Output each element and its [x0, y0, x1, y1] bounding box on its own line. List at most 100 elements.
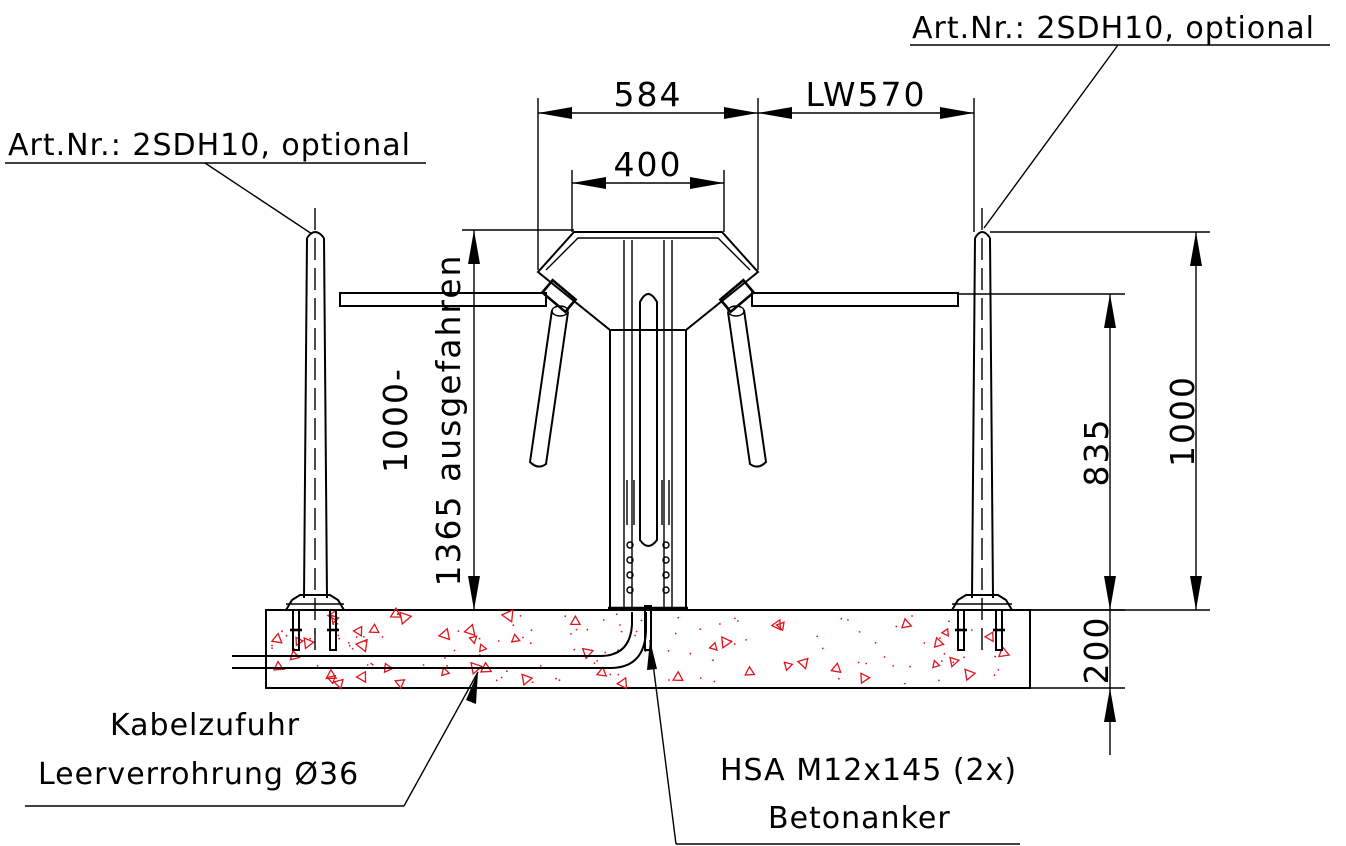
concrete-aggregate [326, 674, 337, 685]
concrete-dot [497, 640, 500, 642]
concrete-dot [522, 636, 524, 639]
concrete-dot [997, 669, 1000, 671]
concrete-dot [635, 630, 638, 633]
concrete-dot [994, 655, 997, 658]
concrete-aggregate [352, 625, 363, 637]
concrete-dot [970, 629, 973, 631]
dim-lw570-text: LW570 [806, 75, 927, 114]
concrete-dot [381, 636, 384, 638]
concrete-dot [495, 679, 498, 682]
concrete-aggregate [964, 668, 977, 682]
concrete-dot [338, 637, 341, 640]
concrete-dot [699, 628, 702, 630]
concrete-dot [271, 644, 273, 647]
concrete-aggregate [595, 666, 608, 677]
concrete-aggregate [437, 627, 451, 641]
concrete-aggregate [468, 635, 478, 645]
concrete-aggregate [303, 636, 316, 650]
concrete-dot [895, 625, 898, 628]
concrete-dot [575, 628, 578, 631]
concrete-dot [609, 673, 612, 676]
concrete-dot [840, 617, 843, 620]
concrete-aggregate [796, 657, 809, 670]
dim-range-line2: 1365 ausgefahren [429, 254, 468, 587]
concrete-aggregate [510, 633, 521, 643]
concrete-dot [904, 682, 906, 685]
concrete-aggregate [463, 623, 476, 637]
concrete-dot [444, 657, 446, 659]
concrete-dot [948, 620, 950, 623]
concrete-aggregate [770, 618, 782, 631]
concrete-dot [337, 634, 340, 637]
concrete-dot [821, 647, 824, 650]
concrete-hatch [270, 606, 1011, 690]
concrete-aggregate [325, 668, 338, 680]
concrete-dot [271, 647, 273, 649]
concrete-aggregate [708, 641, 718, 651]
turnstile-body [339, 231, 959, 651]
concrete-aggregate [744, 665, 756, 676]
concrete-aggregate [671, 670, 684, 682]
hsa-line2-text: Betonanker [768, 801, 951, 836]
concrete-aggregate [270, 632, 283, 644]
kabel-line1-text: Kabelzufuhr [110, 708, 300, 743]
concrete-dot [677, 616, 680, 619]
concrete-dot [909, 665, 911, 668]
cable-conduit [232, 612, 647, 669]
concrete-aggregate [394, 679, 406, 690]
dim-1000-text: 1000 [1163, 375, 1202, 467]
concrete-dot [939, 637, 941, 639]
concrete-dot [446, 664, 448, 667]
concrete-dot [519, 615, 522, 617]
concrete-aggregate [521, 673, 534, 687]
concrete-dot [366, 664, 369, 666]
concrete-aggregate [775, 621, 785, 632]
concrete-dot [453, 649, 456, 652]
concrete-dot [699, 677, 702, 679]
concrete-dot [940, 660, 943, 662]
concrete-dot [396, 613, 399, 616]
dimension-200: 200 [1077, 610, 1116, 755]
concrete-dot [332, 623, 335, 625]
concrete-aggregate [931, 659, 941, 669]
concrete-dot [634, 634, 636, 637]
concrete-aggregate [721, 635, 733, 649]
concrete-foundation [265, 606, 1031, 690]
concrete-dot [555, 677, 557, 680]
concrete-dot [336, 623, 339, 625]
concrete-aggregate [500, 608, 514, 623]
concrete-dot [364, 640, 367, 643]
dimension-1000: 1000 [990, 231, 1210, 611]
concrete-dot [457, 630, 460, 632]
dimension-lw570: LW570 [758, 75, 975, 232]
hsa-line1-text: HSA M12x145 (2x) [720, 753, 1017, 788]
concrete-aggregate [830, 662, 842, 674]
dimension-400: 400 [571, 145, 725, 232]
art-top-left-text: Art.Nr.: 2SDH10, optional [8, 128, 411, 163]
dimension-height-range: 1000- 1365 ausgefahren [376, 229, 574, 610]
concrete-aggregate [440, 666, 451, 677]
concrete-dot [347, 642, 350, 644]
concrete-dot [371, 663, 374, 666]
concrete-dot [615, 613, 618, 616]
concrete-dot [733, 643, 736, 646]
concrete-dot [892, 665, 895, 667]
concrete-dot [500, 676, 503, 679]
concrete-dot [586, 628, 589, 631]
concrete-dot [943, 652, 946, 655]
concrete-dot [617, 673, 620, 676]
dim-835-text: 835 [1077, 418, 1116, 487]
concrete-dot [539, 664, 542, 667]
concrete-aggregate [368, 623, 380, 634]
concrete-dot [783, 662, 786, 665]
concrete-dot [734, 617, 736, 620]
concrete-dot [713, 680, 716, 683]
right-railing-post [951, 208, 1013, 651]
concrete-dot [355, 636, 358, 638]
concrete-aggregate [399, 611, 413, 626]
concrete-aggregate [354, 638, 368, 653]
concrete-aggregate [901, 617, 913, 629]
concrete-dot [674, 632, 677, 635]
leader-kabelzufuhr: Kabelzufuhr Leerverrohrung Ø36 [25, 671, 479, 807]
concrete-dot [719, 623, 721, 625]
